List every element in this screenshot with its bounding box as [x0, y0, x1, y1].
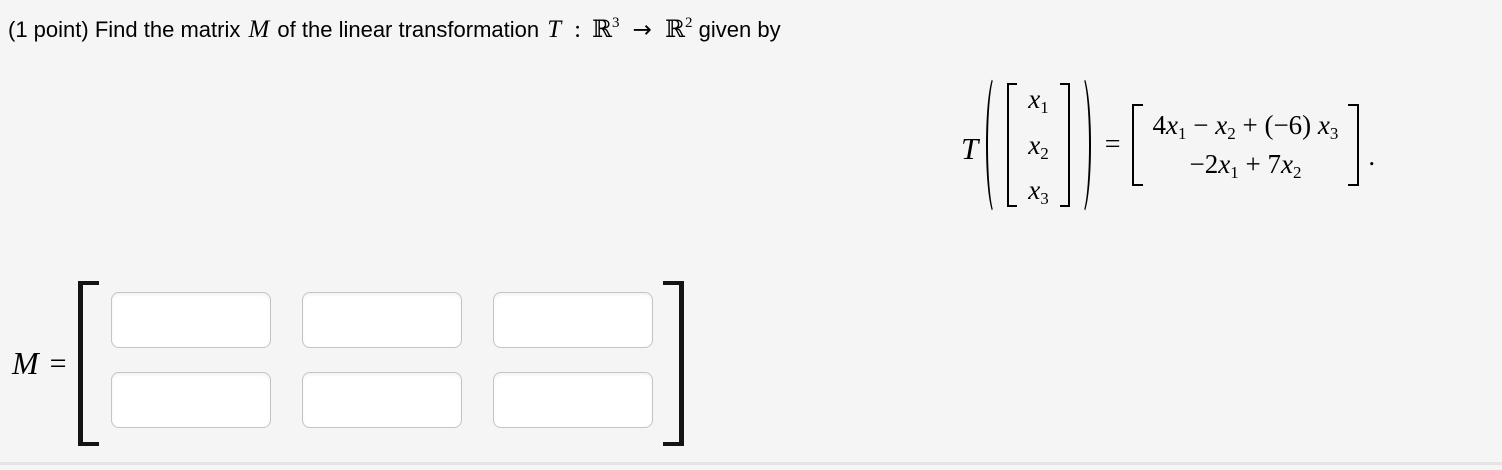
math-T-function: T — [961, 131, 979, 166]
statement-text-given: given by — [698, 17, 781, 42]
left-paren — [986, 74, 1005, 216]
vector-entry-x1: x1 — [1028, 84, 1049, 117]
result-entries: 4x1 − x2 + (−6) x3 −2x1 + 7x2 — [1143, 104, 1349, 186]
math-symbol-T: T — [547, 16, 562, 43]
math-R-codomain: ℝ — [665, 15, 686, 43]
statement-text-mid: of the linear transformation — [277, 17, 540, 42]
answer-equals-sign: = — [49, 346, 67, 380]
vector-left-bracket — [1007, 83, 1018, 207]
answer-cell-grid — [99, 281, 663, 446]
result-row-2: −2x1 + 7x2 — [1189, 149, 1302, 182]
matrix-input-r2c3[interactable] — [492, 372, 653, 428]
result-right-bracket — [1348, 104, 1360, 186]
math-M-answer: M — [12, 345, 39, 381]
equals-sign: = — [1104, 129, 1121, 160]
points-label: (1 point) — [8, 17, 89, 42]
right-paren — [1072, 74, 1091, 216]
matrix-input-r2c2[interactable] — [301, 372, 462, 428]
math-R-domain-exponent: 3 — [612, 15, 620, 32]
vector-entry-x2: x2 — [1028, 129, 1049, 163]
result-row-1: 4x1 − x2 + (−6) x3 — [1152, 110, 1339, 143]
matrix-input-r1c3[interactable] — [492, 292, 653, 348]
matrix-input-r2c1[interactable] — [110, 372, 271, 428]
vector-right-bracket — [1059, 83, 1070, 207]
input-vector: x1 x2 x3 — [1007, 83, 1070, 208]
answer-matrix — [77, 281, 684, 446]
answer-area: M = — [12, 281, 684, 446]
transformation-equation: T x1 x2 x3 = 4x1 − x2 + (−6) x3 −2x1 + 7… — [961, 72, 1375, 218]
bottom-divider — [0, 462, 1502, 465]
math-R-domain: ℝ — [592, 15, 613, 43]
math-colon: : — [574, 17, 581, 43]
problem-statement: (1 point) Find the matrix M of the linea… — [8, 12, 781, 50]
vector-entries: x1 x2 x3 — [1017, 84, 1059, 208]
answer-right-bracket — [662, 281, 684, 446]
math-symbol-M: M — [248, 16, 270, 43]
vector-entry-x3: x3 — [1028, 175, 1049, 208]
arrow-icon: → — [632, 17, 652, 43]
matrix-input-r1c2[interactable] — [301, 292, 462, 348]
matrix-input-r1c1[interactable] — [110, 292, 271, 348]
result-vector: 4x1 − x2 + (−6) x3 −2x1 + 7x2 — [1131, 104, 1360, 186]
answer-left-bracket — [77, 281, 99, 446]
statement-text-find: Find the matrix — [94, 17, 241, 42]
result-left-bracket — [1131, 104, 1143, 186]
sentence-period: . — [1368, 140, 1376, 171]
math-R-codomain-exponent: 2 — [685, 15, 693, 32]
